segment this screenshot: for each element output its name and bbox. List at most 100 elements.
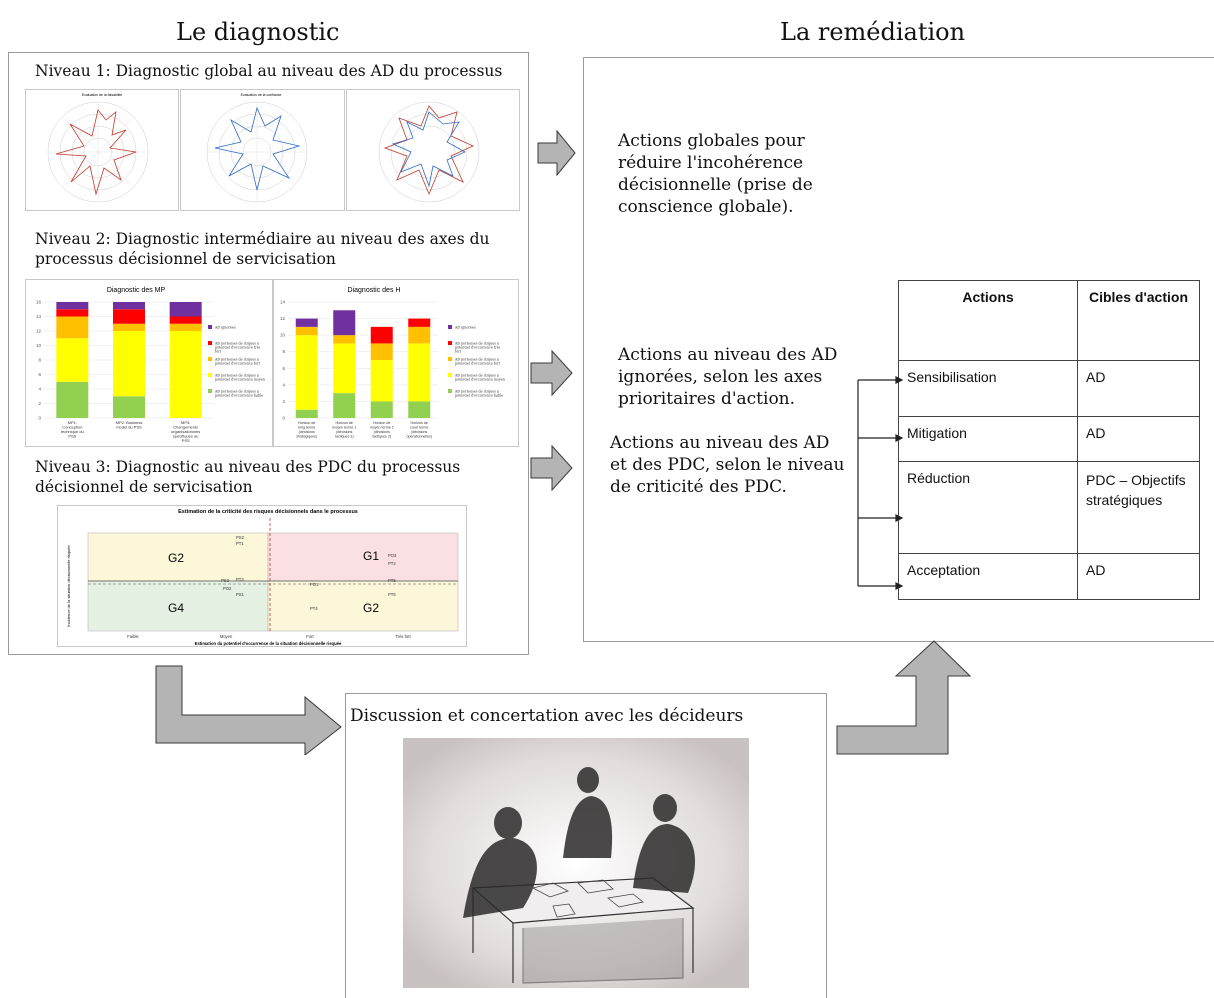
svg-text:AD porteuses de risques à: AD porteuses de risques à [214, 342, 259, 346]
arrow-discussion-to-remediation [836, 640, 971, 755]
svg-text:AD porteuses de risques à: AD porteuses de risques à [454, 390, 499, 394]
remediation-title: La remédiation [780, 18, 966, 46]
svg-text:opérationnelles): opérationnelles) [406, 435, 432, 439]
svg-text:2: 2 [282, 399, 285, 404]
svg-text:(décisions: (décisions [374, 430, 390, 434]
stack-segment [169, 316, 202, 324]
table-row: Réduction PDC – Objectifs stratégiques [898, 461, 1200, 554]
table-row: Mitigation AD [898, 416, 1200, 462]
svg-text:AD porteuses de risques à: AD porteuses de risques à [454, 358, 499, 362]
svg-text:Conception: Conception [62, 425, 82, 430]
svg-text:10: 10 [36, 343, 42, 348]
stack-segment [370, 343, 393, 360]
svg-text:0: 0 [282, 416, 285, 421]
svg-text:12: 12 [280, 316, 286, 321]
svg-text:Evaluation de la confiance: Evaluation de la confiance [241, 93, 282, 97]
table-header-cibles: Cibles d'action [1077, 280, 1200, 361]
svg-text:6: 6 [38, 372, 41, 377]
group-label-g2-bottom: G2 [363, 601, 379, 615]
stack-segment [169, 302, 202, 317]
xtick-tres-fort: Très fort [395, 634, 411, 639]
diagnostic-title: Le diagnostic [176, 18, 340, 46]
svg-text:8: 8 [38, 358, 41, 363]
stack-segment [56, 316, 89, 339]
table-header-actions: Actions [898, 280, 1078, 361]
action-ad-ignorees: Actions au niveau des AD ignorées, selon… [618, 345, 838, 409]
level-3-label: Niveau 3: Diagnostic au niveau des PDC d… [35, 458, 461, 496]
table-bracket-connector [857, 376, 904, 590]
point-pt6: PT6 [388, 592, 396, 597]
discussion-panel: Discussion et concertation avec les déci… [345, 693, 827, 998]
svg-text:court terme: court terme [410, 426, 428, 430]
xtick-fort: Fort [306, 634, 314, 639]
criticite-ylabel: Incidence de la situation décisionnelle … [66, 545, 71, 627]
stack-segment [113, 302, 145, 310]
stack-segment [295, 335, 318, 410]
table-cell-cible: AD [1077, 553, 1200, 600]
svg-text:potentiel d'occurrence faible: potentiel d'occurrence faible [215, 394, 263, 398]
svg-text:AD ignorées: AD ignorées [454, 326, 476, 330]
radar-chart-1: Evaluation de la faisabilité [25, 89, 179, 211]
stack-segment [113, 323, 145, 331]
table-row: Sensibilisation AD [898, 360, 1200, 417]
point-pt3: PT3 [236, 577, 244, 582]
stack-segment [408, 318, 431, 327]
svg-text:(décisions: (décisions [411, 430, 427, 434]
stack-segment [333, 393, 356, 418]
svg-text:PSS: PSS [68, 434, 76, 439]
point-po1: PO1 [310, 582, 319, 587]
radar-chart-2: Evaluation de la confiance [180, 89, 345, 211]
level-1-label: Niveau 1: Diagnostic global au niveau de… [35, 62, 503, 80]
stack-segment [408, 401, 431, 418]
svg-text:AD porteuses de risques à: AD porteuses de risques à [214, 374, 259, 378]
svg-text:Evaluation de la faisabilité: Evaluation de la faisabilité [82, 93, 123, 97]
arrow-right-2 [530, 350, 573, 396]
stack-segment [333, 343, 356, 394]
table-cell-cible: PDC – Objectifs stratégiques [1077, 461, 1200, 554]
svg-text:Horizon de: Horizon de [336, 421, 353, 425]
svg-text:potentiel d'occurrence fort: potentiel d'occurrence fort [455, 362, 501, 366]
stack-segment [408, 326, 431, 344]
bar-chart-mp-title: Diagnostic des MP [107, 287, 166, 294]
svg-text:moyen terme 2: moyen terme 2 [370, 426, 394, 430]
xtick-moyen: Moyen [220, 634, 233, 639]
stack-segment [370, 326, 393, 344]
stack-segment [169, 331, 202, 418]
criticite-title: Estimation de la criticité des risques d… [178, 509, 358, 515]
svg-text:AD porteuses de risques à: AD porteuses de risques à [454, 342, 499, 346]
point-ps2: PS2 [236, 535, 245, 540]
svg-text:Horizon de: Horizon de [411, 421, 428, 425]
bar-chart-h-title: Diagnostic des H [348, 287, 401, 294]
stack-segment [113, 331, 145, 397]
stack-segment [56, 309, 89, 317]
point-pt4: PT4 [310, 606, 318, 611]
svg-text:AD porteuses de risques à: AD porteuses de risques à [214, 390, 259, 394]
stack-segment [408, 343, 431, 402]
meeting-sketch-image [403, 738, 749, 988]
svg-text:AD porteuses de risques à: AD porteuses de risques à [214, 358, 259, 362]
point-ps1: PS1 [236, 592, 245, 597]
svg-text:AD ignorées: AD ignorées [214, 326, 236, 330]
stack-segment [295, 318, 318, 327]
stack-segment [56, 302, 89, 310]
svg-text:2: 2 [38, 401, 41, 406]
table-cell-action: Sensibilisation [898, 360, 1078, 417]
svg-text:potentiel d'occurrence faible: potentiel d'occurrence faible [455, 394, 503, 398]
svg-text:(décisions: (décisions [299, 430, 315, 434]
xtick-faible: Faible [127, 634, 139, 639]
svg-text:MP3:: MP3: [181, 420, 190, 425]
radar-chart-3 [346, 89, 520, 211]
svg-text:14: 14 [36, 314, 42, 319]
action-ad-pdc: Actions au niveau des AD et des PDC, sel… [610, 433, 845, 497]
svg-text:organisationnels: organisationnels [171, 429, 200, 434]
stack-segment [370, 360, 393, 402]
point-pt1: PT1 [236, 541, 244, 546]
svg-text:technique du: technique du [61, 429, 84, 434]
svg-text:MP1:: MP1: [68, 420, 77, 425]
level-2-label: Niveau 2: Diagnostic intermédiaire au ni… [35, 230, 490, 268]
svg-text:12: 12 [36, 329, 42, 334]
svg-text:10: 10 [280, 333, 286, 338]
svg-text:fort: fort [215, 350, 222, 354]
svg-text:potentiel d'occurrence très: potentiel d'occurrence très [455, 346, 501, 350]
